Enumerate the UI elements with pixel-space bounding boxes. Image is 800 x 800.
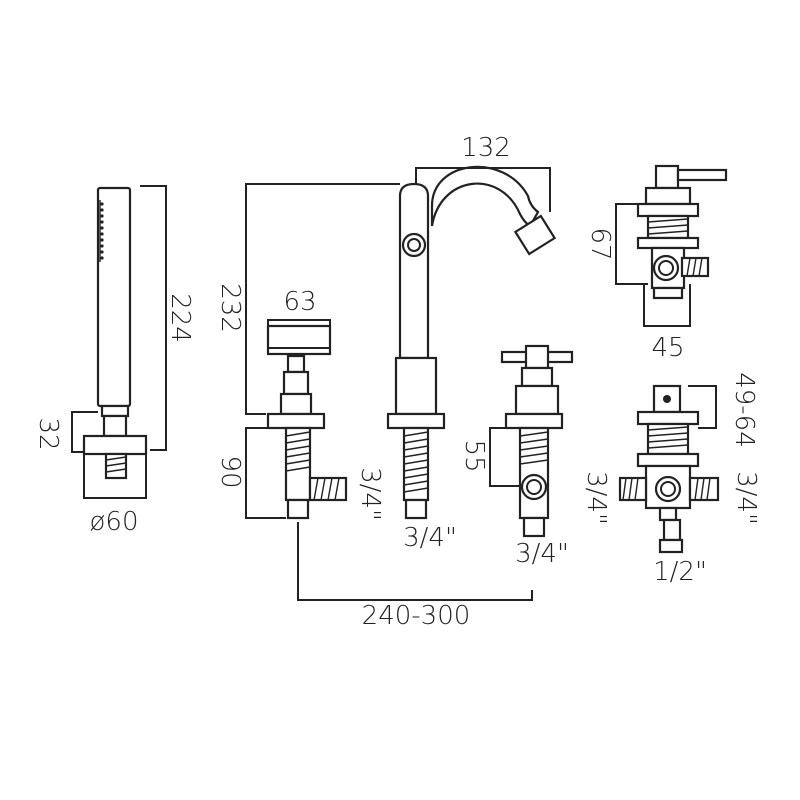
spout-reach-dim — [415, 167, 551, 212]
handle-width-dim — [267, 319, 331, 326]
label-handset-base-height: 32 — [33, 417, 63, 450]
diverter-range-dim — [688, 385, 717, 429]
label-diverter-range: 49-64 — [729, 372, 759, 448]
right-valve — [500, 344, 574, 538]
handset-dimension-lines — [71, 185, 167, 499]
label-inlet-left: 3/4" — [355, 467, 385, 521]
valve-body-height-dim — [489, 427, 520, 487]
label-diverter-outlet: 1/2" — [653, 557, 707, 587]
label-spout-reach: 132 — [461, 133, 511, 163]
label-inlet-right: 3/4" — [515, 539, 569, 569]
label-handset-base-diameter: ø60 — [90, 507, 139, 537]
centers-dim — [297, 522, 533, 601]
shower-handset — [82, 186, 148, 480]
diverter-width-dim — [643, 284, 691, 327]
valve-height-dim — [245, 427, 286, 519]
spout-height-dim — [245, 183, 400, 415]
label-diverter-right-port: 3/4" — [731, 471, 761, 525]
label-spout-height: 232 — [215, 283, 245, 333]
spout — [386, 165, 557, 520]
label-handset-height: 224 — [165, 293, 195, 343]
diverter-top — [636, 164, 728, 300]
label-diverter-height: 67 — [585, 227, 615, 260]
diverter-bottom — [618, 384, 720, 554]
label-valve-height: 90 — [215, 455, 245, 488]
left-valve — [266, 324, 348, 520]
label-valve-body-height: 55 — [459, 439, 489, 472]
label-diverter-width: 45 — [651, 333, 684, 363]
label-handle-width: 63 — [283, 287, 316, 317]
label-inlet-spout: 3/4" — [403, 523, 457, 553]
diverter-height-dim — [615, 203, 648, 285]
label-centers: 240-300 — [362, 601, 471, 631]
label-diverter-left-port: 3/4" — [581, 471, 611, 525]
